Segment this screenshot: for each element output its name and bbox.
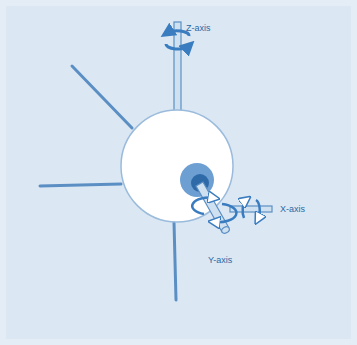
z-axis-rod [174, 22, 181, 114]
axis-label: X-axis [280, 205, 305, 214]
z-rotation-arrow [166, 31, 189, 49]
x-rotation-arrow [243, 200, 260, 219]
axis-label: Y-axis [208, 256, 232, 265]
y-axis-rod [196, 182, 230, 235]
axis-label: Z-axis [186, 24, 211, 33]
y-rotation-arrow [192, 198, 236, 223]
